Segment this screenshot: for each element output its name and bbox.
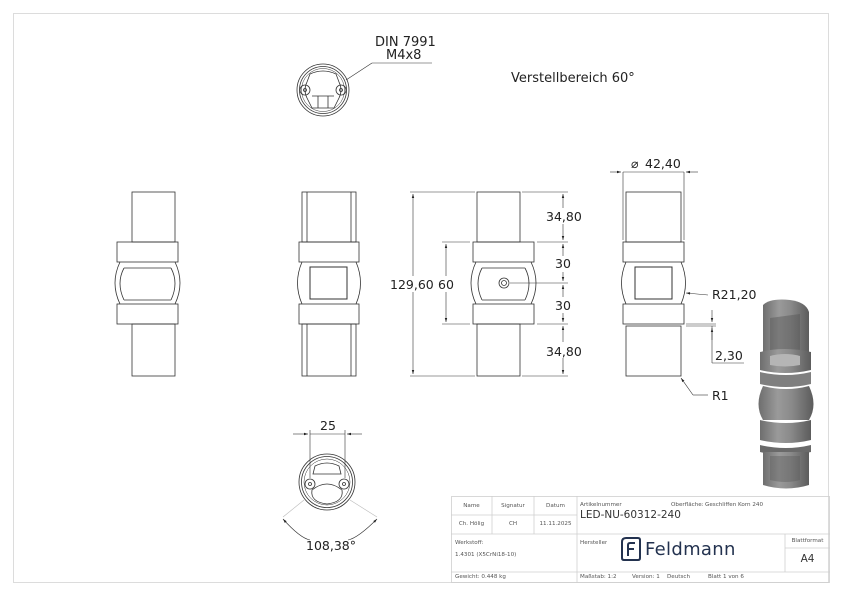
ball-radius-dim: R21,20 xyxy=(712,287,757,302)
article-number-label: Artikelnummer xyxy=(580,502,622,508)
front-view xyxy=(114,191,181,377)
angle-dim: 108,38° xyxy=(306,538,356,553)
diameter-dim: 42,40 xyxy=(645,156,681,171)
top-view xyxy=(296,62,432,117)
top-tube-length-dim: 34,80 xyxy=(546,209,582,224)
version: Version: 1 xyxy=(632,574,660,580)
lower-joint-dim: 30 xyxy=(555,298,571,313)
diameter-symbol: ⌀ xyxy=(631,156,639,171)
feldmann-logo: Feldmann xyxy=(621,537,736,561)
scale: Maßstab: 1:2 xyxy=(580,574,617,580)
middle-span-dim: 60 xyxy=(438,277,454,292)
step-height-dim: 2,30 xyxy=(715,348,743,363)
bottom-view-dims xyxy=(282,430,378,541)
right-view-dims xyxy=(610,170,744,396)
surface-value: Geschliffen Korn 240 xyxy=(705,502,764,508)
manufacturer-label: Hersteller xyxy=(580,540,608,546)
language: Deutsch xyxy=(667,574,691,580)
adjustment-range-note: Verstellbereich 60° xyxy=(511,71,635,86)
hole-spacing-dim: 25 xyxy=(320,418,336,433)
screw-spec-line1: DIN 7991 xyxy=(375,35,436,50)
date-header: Datum xyxy=(546,503,565,509)
weight: Gewicht: 0.448 kg xyxy=(455,574,506,580)
material-label: Werkstoff: xyxy=(455,540,484,546)
side-view xyxy=(297,191,361,377)
material-value: 1.4301 (X5CrNi18-10) xyxy=(455,552,517,558)
screw-spec-line2: M4x8 xyxy=(386,48,421,63)
surface-label: Oberfläche: xyxy=(671,502,704,508)
title-block: Name Signatur Datum Ch. Hölig CH 11.11.2… xyxy=(451,496,830,583)
isometric-view xyxy=(758,299,814,489)
logo-text: Feldmann xyxy=(645,538,736,560)
article-number: LED-NU-60312-240 xyxy=(580,509,681,521)
dimensioned-view xyxy=(470,191,537,377)
name-value: Ch. Hölig xyxy=(458,521,485,527)
sheet-format-label: Blattformat xyxy=(791,538,824,544)
title-block-grid xyxy=(451,496,830,583)
sheet-number: Blatt 1 von 6 xyxy=(708,574,744,580)
right-view xyxy=(621,191,686,377)
bottom-tube-length-dim: 34,80 xyxy=(546,344,582,359)
upper-joint-dim: 30 xyxy=(555,256,571,271)
date-value: 11.11.2025 xyxy=(539,521,572,527)
signature-header: Signatur xyxy=(501,503,525,509)
feldmann-f-icon xyxy=(621,537,641,561)
signature-value: CH xyxy=(508,521,518,527)
edge-radius-dim: R1 xyxy=(712,388,729,403)
bottom-view xyxy=(298,453,356,511)
sheet-format-value: A4 xyxy=(800,553,815,565)
name-header: Name xyxy=(463,503,480,509)
overall-length-dim: 129,60 xyxy=(390,277,434,292)
sheet-border xyxy=(13,13,829,583)
